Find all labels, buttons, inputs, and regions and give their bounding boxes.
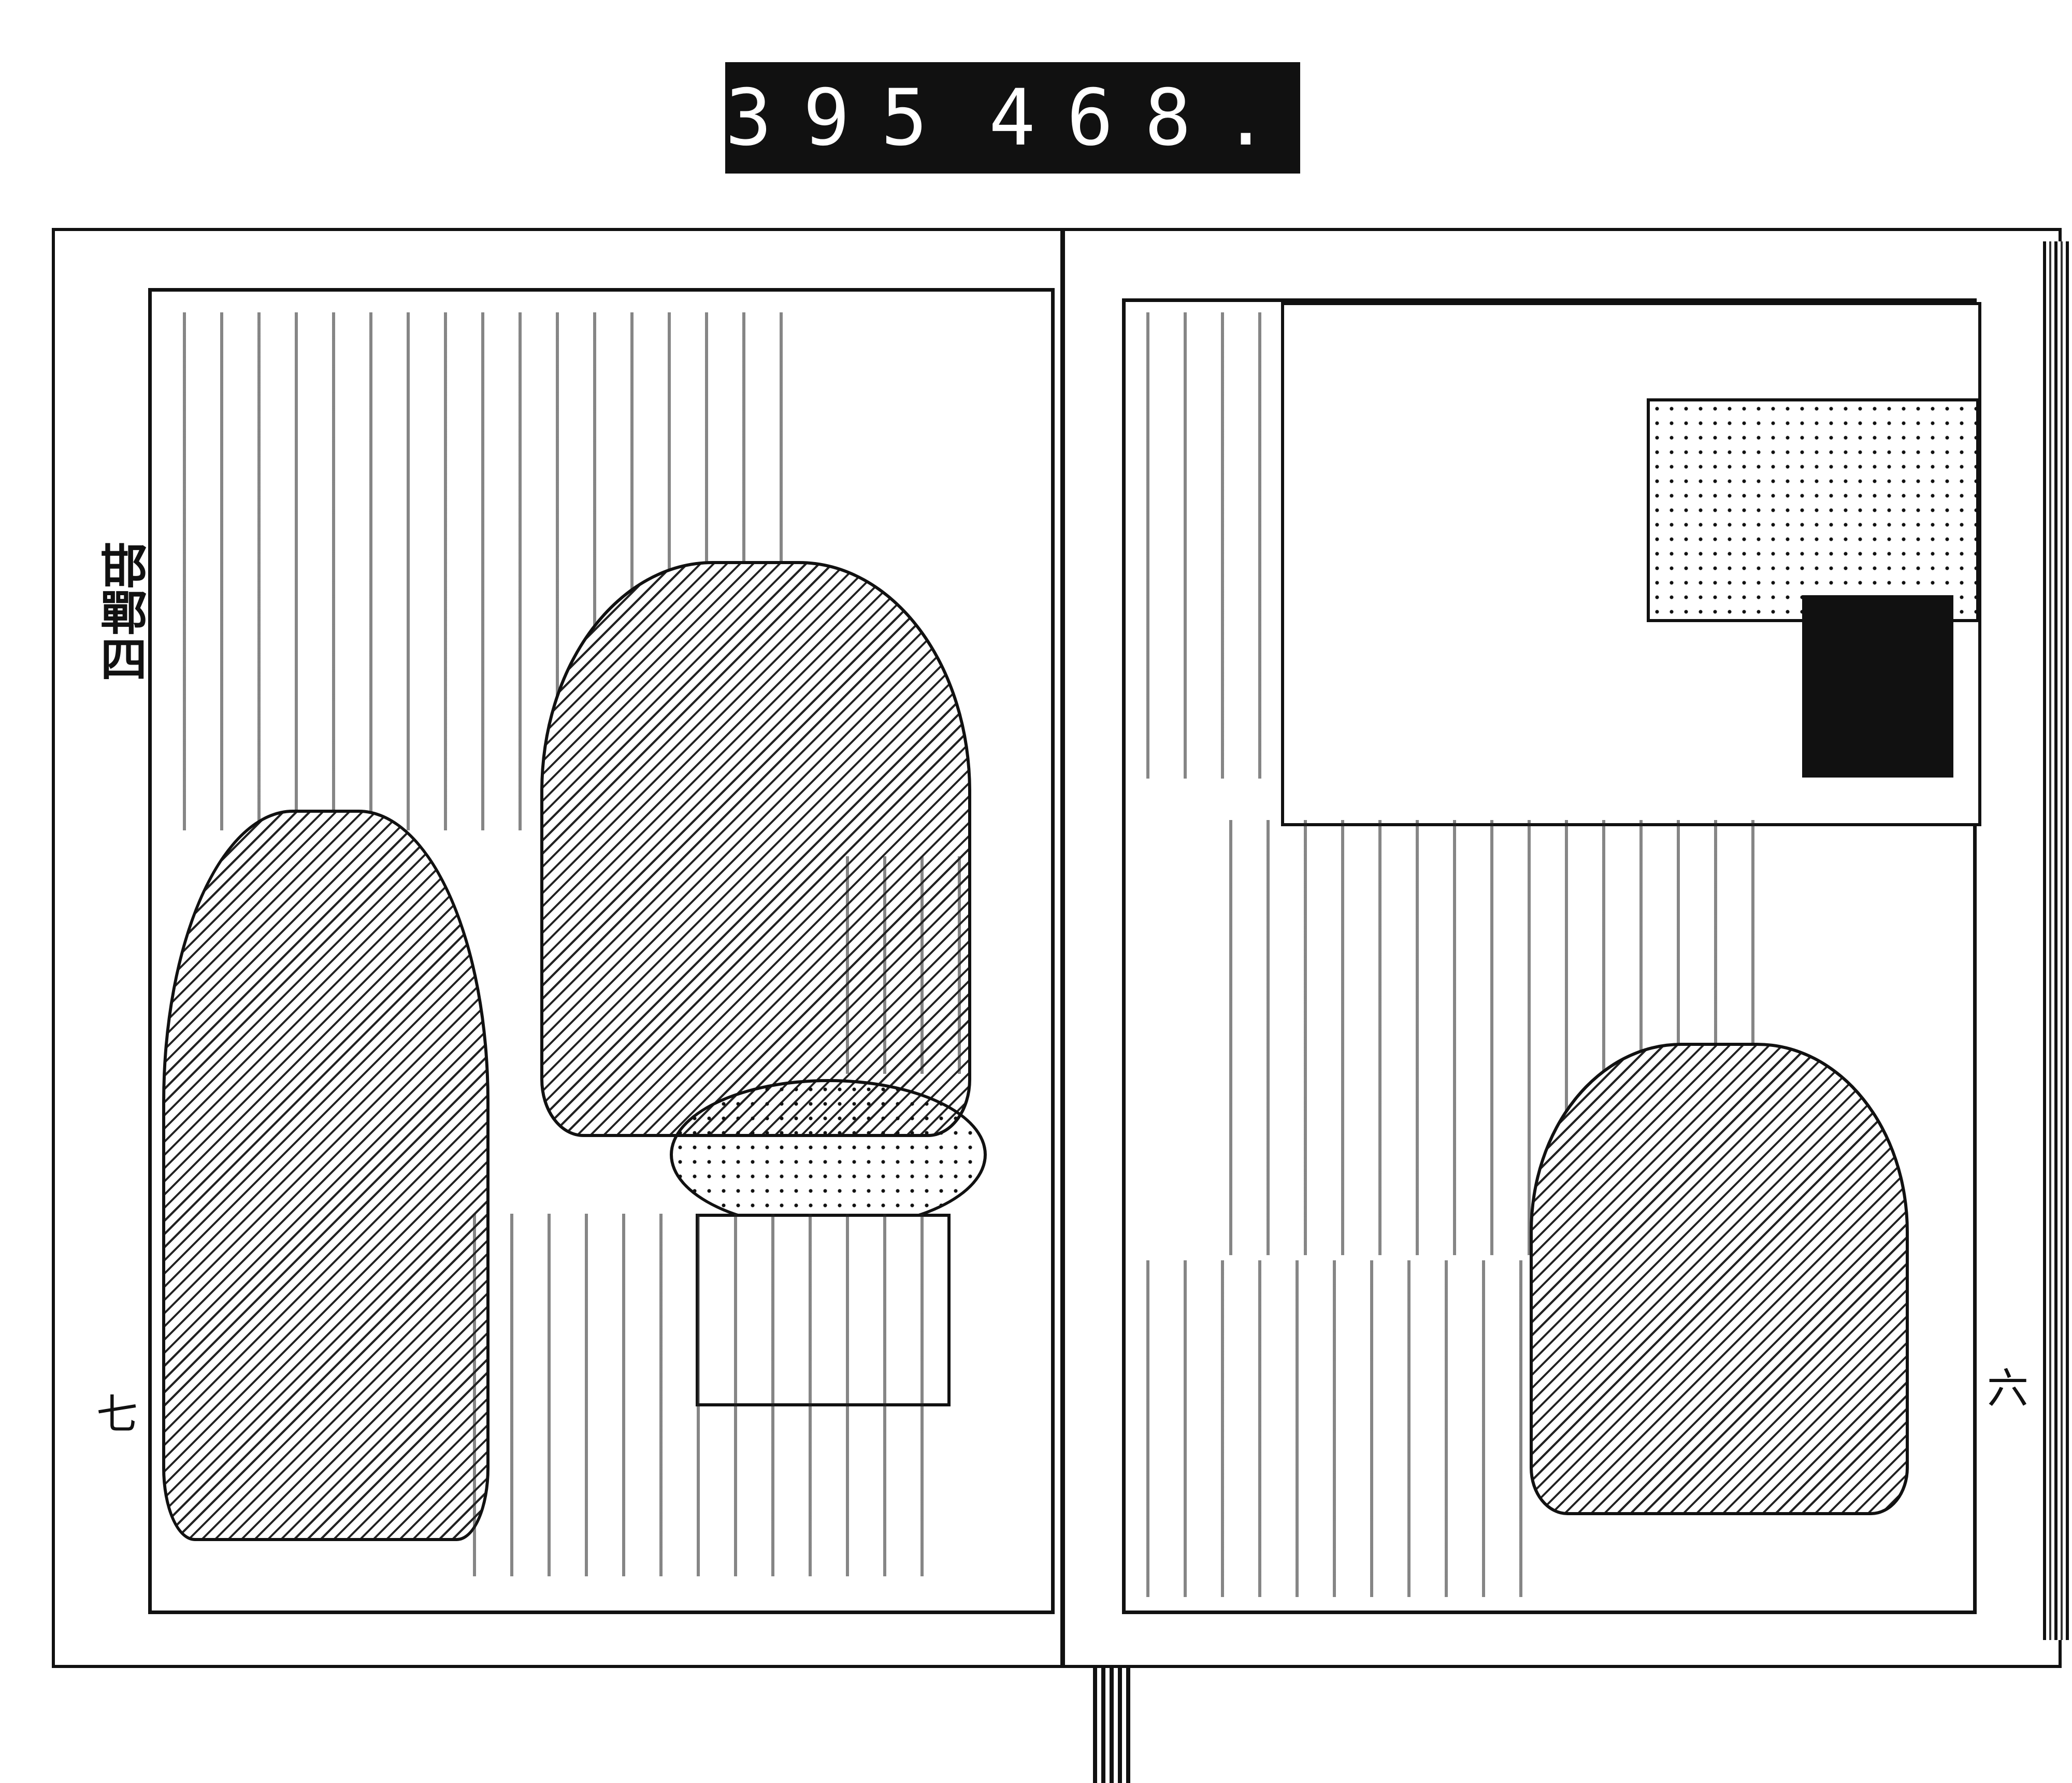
cursive-text-block	[1136, 1260, 1530, 1597]
archive-number-left: 395	[725, 73, 959, 163]
right-page: 六	[1062, 228, 2072, 1668]
room-alcove	[1281, 302, 1981, 826]
page-folio: 七	[96, 1390, 138, 1439]
cursive-text-block	[1136, 312, 1271, 779]
wall-pattern	[1647, 398, 1979, 622]
box-stand	[1802, 595, 1953, 778]
open-book-spread: 邯鄲四 七 六	[52, 228, 2072, 1668]
book-page-edges	[2043, 241, 2072, 1640]
page-folio: 六	[1987, 1364, 2028, 1413]
cursive-text-block	[836, 856, 991, 1074]
illustration-frame	[1122, 298, 1981, 1614]
illustration-frame	[148, 288, 1055, 1614]
archive-number-label: 395 468.	[725, 62, 1300, 174]
margin-title: 邯鄲四	[92, 542, 147, 682]
cursive-text-block	[463, 1214, 929, 1576]
tray-with-cakes	[670, 1079, 987, 1230]
bowing-samurai-figure	[1530, 1043, 1909, 1515]
left-page: 邯鄲四 七	[52, 228, 1062, 1668]
kneeling-figure	[162, 810, 490, 1541]
archive-number-right: 468.	[988, 73, 1300, 163]
book-spine	[1093, 1668, 1134, 1783]
